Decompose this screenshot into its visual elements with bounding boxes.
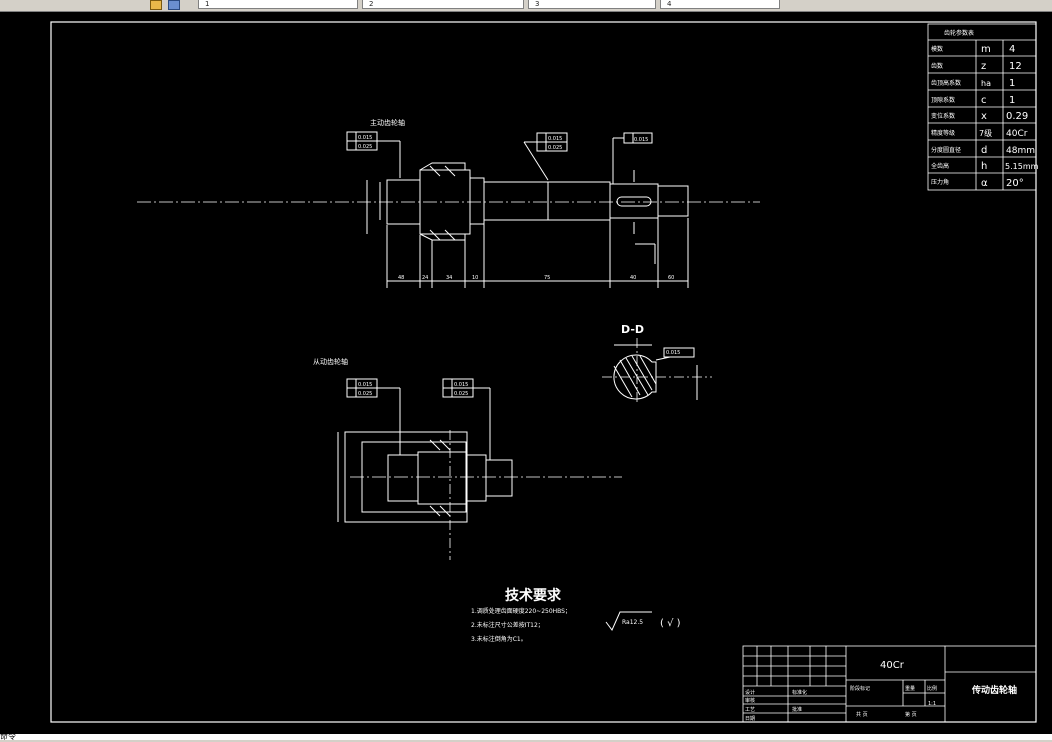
section-dd-drawing bbox=[602, 338, 712, 405]
tolerance-value: 0.015 bbox=[666, 350, 680, 356]
param-symbol: m bbox=[981, 44, 991, 55]
parameter-table bbox=[927, 23, 1037, 191]
param-name: 齿顶高系数 bbox=[931, 79, 961, 87]
tab-bar: 1 2 3 4 bbox=[0, 0, 1052, 12]
param-symbol: h bbox=[981, 161, 987, 172]
title-label: 重量 bbox=[905, 685, 915, 692]
tolerance-value: 0.025 bbox=[548, 145, 562, 151]
section-label: D-D bbox=[621, 323, 644, 336]
param-value: 1 bbox=[1009, 78, 1015, 89]
dimension-value: 40 bbox=[630, 275, 636, 281]
param-table-title: 齿轮参数表 bbox=[944, 29, 974, 37]
roughness-symbol bbox=[605, 611, 652, 631]
document-tab-2[interactable]: 2 bbox=[362, 0, 524, 9]
param-symbol: ha bbox=[981, 79, 991, 88]
tolerance-value: 0.025 bbox=[358, 391, 372, 397]
drawing-border bbox=[50, 21, 1037, 723]
tech-requirement-line: 2.未标注尺寸公差按IT12； bbox=[471, 621, 544, 629]
title-label: 日期 bbox=[745, 716, 755, 722]
tolerance-value: 0.015 bbox=[358, 135, 372, 141]
param-value: 4 bbox=[1009, 44, 1015, 55]
tolerance-value: 0.015 bbox=[548, 136, 562, 142]
title-label: 标准化 bbox=[792, 689, 807, 696]
title-label: 设计 bbox=[745, 689, 755, 696]
tolerance-value: 0.025 bbox=[358, 144, 372, 150]
toolbar-icons[interactable] bbox=[150, 0, 188, 10]
title-drawing-name: 传动齿轮轴 bbox=[971, 684, 1017, 696]
status-text: 命令 bbox=[0, 732, 16, 741]
status-bar: 命令 bbox=[0, 732, 1052, 741]
tech-requirement-line: 1.调质处理齿面硬度220~250HBS； bbox=[471, 607, 571, 615]
param-name: 齿数 bbox=[931, 62, 943, 70]
dimension-value: 34 bbox=[446, 275, 452, 281]
dimension-value: 24 bbox=[422, 275, 428, 281]
layer-icon[interactable] bbox=[168, 0, 180, 10]
driven-shaft-label: 从动齿轮轴 bbox=[313, 357, 348, 366]
param-symbol: d bbox=[981, 145, 987, 156]
title-label: 共 页 bbox=[856, 711, 868, 718]
param-name: 模数 bbox=[931, 45, 943, 53]
dimension-value: 75 bbox=[544, 275, 550, 281]
dimension-value: 48 bbox=[398, 275, 404, 281]
tolerance-value: 0.015 bbox=[358, 382, 372, 388]
param-symbol: z bbox=[981, 61, 986, 72]
title-label: 第 页 bbox=[905, 711, 917, 718]
cad-canvas[interactable]: 齿轮参数表 模数 齿数 齿顶高系数 顶隙系数 变位系数 精度等级 分度圆直径 全… bbox=[0, 12, 1052, 734]
title-label: 比例 bbox=[927, 685, 937, 692]
title-label: 工艺 bbox=[745, 707, 755, 713]
param-symbol: c bbox=[981, 95, 987, 106]
driven-shaft-drawing bbox=[337, 378, 622, 560]
param-name: 顶隙系数 bbox=[931, 96, 955, 104]
tech-requirement-line: 3.未标注倒角为C1。 bbox=[471, 635, 527, 643]
param-name: 分度圆直径 bbox=[931, 146, 961, 154]
param-name: 压力角 bbox=[931, 178, 949, 186]
param-value: 1 bbox=[1009, 95, 1015, 106]
folder-icon[interactable] bbox=[150, 0, 162, 10]
title-label: 审核 bbox=[745, 697, 755, 704]
param-name: 全齿高 bbox=[931, 162, 949, 170]
param-value: 12 bbox=[1009, 61, 1022, 72]
roughness-other: ( √ ) bbox=[660, 618, 681, 629]
driving-shaft-label: 主动齿轮轴 bbox=[370, 118, 405, 127]
document-tab-4[interactable]: 4 bbox=[660, 0, 780, 9]
title-label: 阶段标记 bbox=[850, 685, 870, 692]
tolerance-value: 0.015 bbox=[634, 137, 648, 143]
param-symbol: 7级 bbox=[979, 128, 992, 138]
roughness-value: Ra12.5 bbox=[622, 619, 643, 626]
document-tab-1[interactable]: 1 bbox=[198, 0, 358, 9]
title-scale: 1:1 bbox=[928, 701, 936, 707]
driving-shaft-drawing bbox=[137, 131, 760, 288]
param-name: 变位系数 bbox=[931, 112, 955, 120]
tolerance-value: 0.015 bbox=[454, 382, 468, 388]
param-name: 精度等级 bbox=[931, 129, 955, 137]
param-value: 5.15mm bbox=[1005, 162, 1039, 171]
param-value: 20° bbox=[1006, 178, 1024, 189]
title-label: 批准 bbox=[792, 706, 802, 713]
tolerance-value: 0.025 bbox=[454, 391, 468, 397]
param-value: 48mm bbox=[1006, 146, 1035, 156]
title-block bbox=[742, 645, 1037, 723]
title-material: 40Cr bbox=[880, 660, 905, 671]
param-symbol: x bbox=[981, 111, 987, 122]
document-tab-3[interactable]: 3 bbox=[528, 0, 656, 9]
param-value: 0.29 bbox=[1006, 111, 1028, 122]
dimension-value: 10 bbox=[472, 275, 478, 281]
param-value: 40Cr bbox=[1006, 129, 1028, 139]
dimension-value: 60 bbox=[668, 275, 674, 281]
param-symbol: α bbox=[981, 178, 988, 189]
tech-requirements-title: 技术要求 bbox=[505, 587, 562, 604]
